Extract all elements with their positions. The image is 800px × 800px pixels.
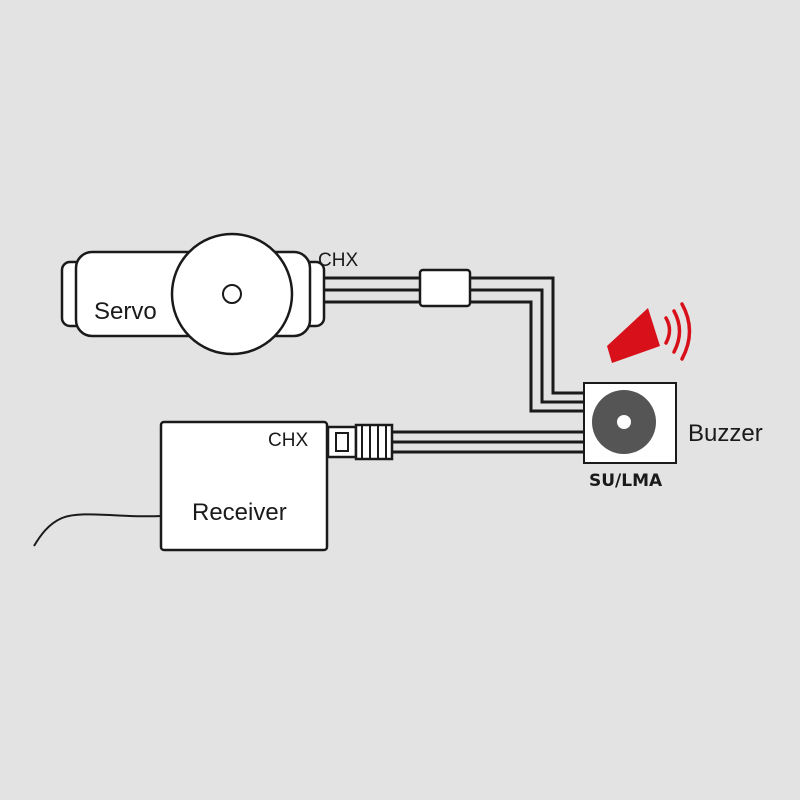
servo-shaft <box>222 284 242 304</box>
servo-wire-connector <box>418 268 472 308</box>
receiver-label: Receiver <box>192 499 287 526</box>
receiver-buzzer-wire <box>392 430 584 454</box>
servo: Servo <box>60 232 326 356</box>
speaker-icon <box>607 302 692 363</box>
servo-port-label: CHX <box>318 250 358 271</box>
receiver: CHX Receiver <box>159 420 329 552</box>
receiver-plug-pin <box>335 432 349 452</box>
buzzer-model-label: SU/LMA <box>589 471 663 491</box>
receiver-port-label: CHX <box>268 430 308 451</box>
buzzer-label: Buzzer <box>688 420 763 447</box>
receiver-body <box>159 420 329 552</box>
servo-label: Servo <box>94 298 157 325</box>
servo-buzzer-wire <box>322 276 584 413</box>
receiver-antenna <box>33 513 162 547</box>
buzzer: Buzzer SU/LMA <box>583 382 763 491</box>
receiver-plug <box>326 423 394 461</box>
buzzer-center <box>617 415 631 429</box>
